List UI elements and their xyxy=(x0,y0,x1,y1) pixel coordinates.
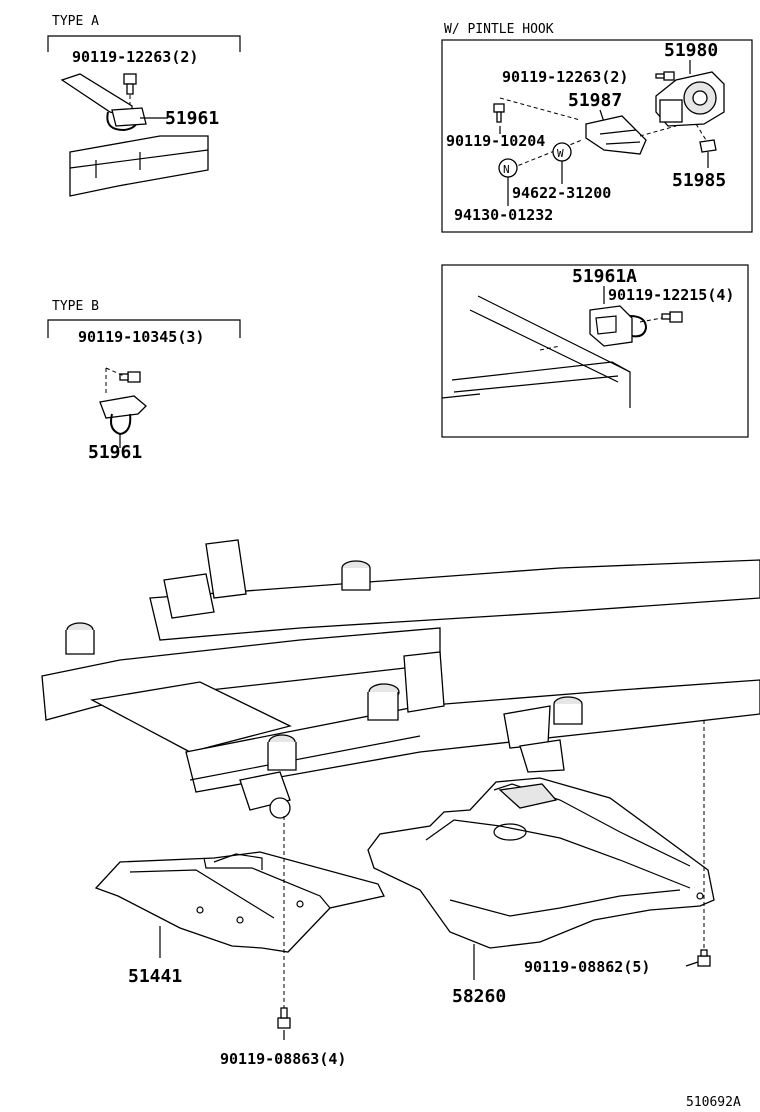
type-a-part-label: 51961 xyxy=(165,108,219,129)
washer-icon: W xyxy=(552,142,572,162)
type-a-title: TYPE A xyxy=(52,14,99,29)
bolt-icon xyxy=(655,71,675,81)
under-cover-58260 xyxy=(367,777,715,949)
frame-rail-icon xyxy=(441,295,631,408)
washer-marker: W xyxy=(557,147,564,160)
type-b-section: TYPE B 90119-10345(3) 51961 xyxy=(47,299,241,463)
type-b-bolt-label: 90119-10345(3) xyxy=(78,328,204,346)
tow-hook-icon xyxy=(106,107,147,132)
bolt-icon xyxy=(277,1007,291,1029)
rear-hook-bolt-label: 90119-12215(4) xyxy=(608,286,734,304)
pintle-hook-icon xyxy=(655,71,725,127)
pintle-box xyxy=(441,39,753,233)
bolt-right-label: 90119-08862(5) xyxy=(524,958,650,976)
type-b-part-label: 51961 xyxy=(88,442,142,463)
pintle-label-bolt1: 90119-12263(2) xyxy=(502,68,628,86)
bolt-icon xyxy=(123,73,137,95)
type-b-title: TYPE B xyxy=(52,299,99,314)
pintle-label-bolt2: 90119-10204 xyxy=(446,132,545,150)
bolt-icon xyxy=(661,311,683,323)
rear-hook-box xyxy=(441,264,749,438)
pin-icon xyxy=(699,139,717,168)
type-a-bolt-label: 90119-12263(2) xyxy=(72,48,198,66)
frame-rail-icon xyxy=(60,73,209,197)
rear-hook-part-label: 51961A xyxy=(572,266,637,287)
rear-hook-section: 51961A 90119-12215(4) xyxy=(441,264,749,438)
type-a-section: TYPE A 90119-12263(2) 51961 xyxy=(47,14,241,197)
pintle-label-washer: 94622-31200 xyxy=(512,184,611,202)
tow-hook-icon xyxy=(99,395,147,436)
body-mount-icon xyxy=(65,560,583,771)
bolt-bottom-label: 90119-08863(4) xyxy=(220,1050,346,1068)
tow-hook-icon xyxy=(589,305,648,347)
mounting-bracket-icon xyxy=(585,115,647,155)
type-b-bracket xyxy=(47,319,241,338)
bolt-icon xyxy=(119,371,141,383)
skid-plate-51441 xyxy=(94,851,385,953)
skid-plate-51441-label: 51441 xyxy=(128,966,182,987)
figure-id: 510692A xyxy=(686,1095,741,1110)
pintle-hook-section: W/ PINTLE HOOK 51980 90119-12263(2) 5198… xyxy=(441,22,753,233)
type-a-bracket xyxy=(47,35,241,52)
pintle-label-51985: 51985 xyxy=(672,170,726,191)
nut-icon: N xyxy=(498,158,518,178)
pintle-label-nut: 94130-01232 xyxy=(454,206,553,224)
pintle-label-51987: 51987 xyxy=(568,90,622,111)
chassis-frame xyxy=(41,539,760,819)
nut-marker: N xyxy=(503,163,510,176)
bolt-icon xyxy=(493,103,505,123)
pintle-label-51980: 51980 xyxy=(664,40,718,61)
under-cover-58260-label: 58260 xyxy=(452,986,506,1007)
pintle-title: W/ PINTLE HOOK xyxy=(444,22,554,37)
bolt-icon xyxy=(697,949,711,967)
